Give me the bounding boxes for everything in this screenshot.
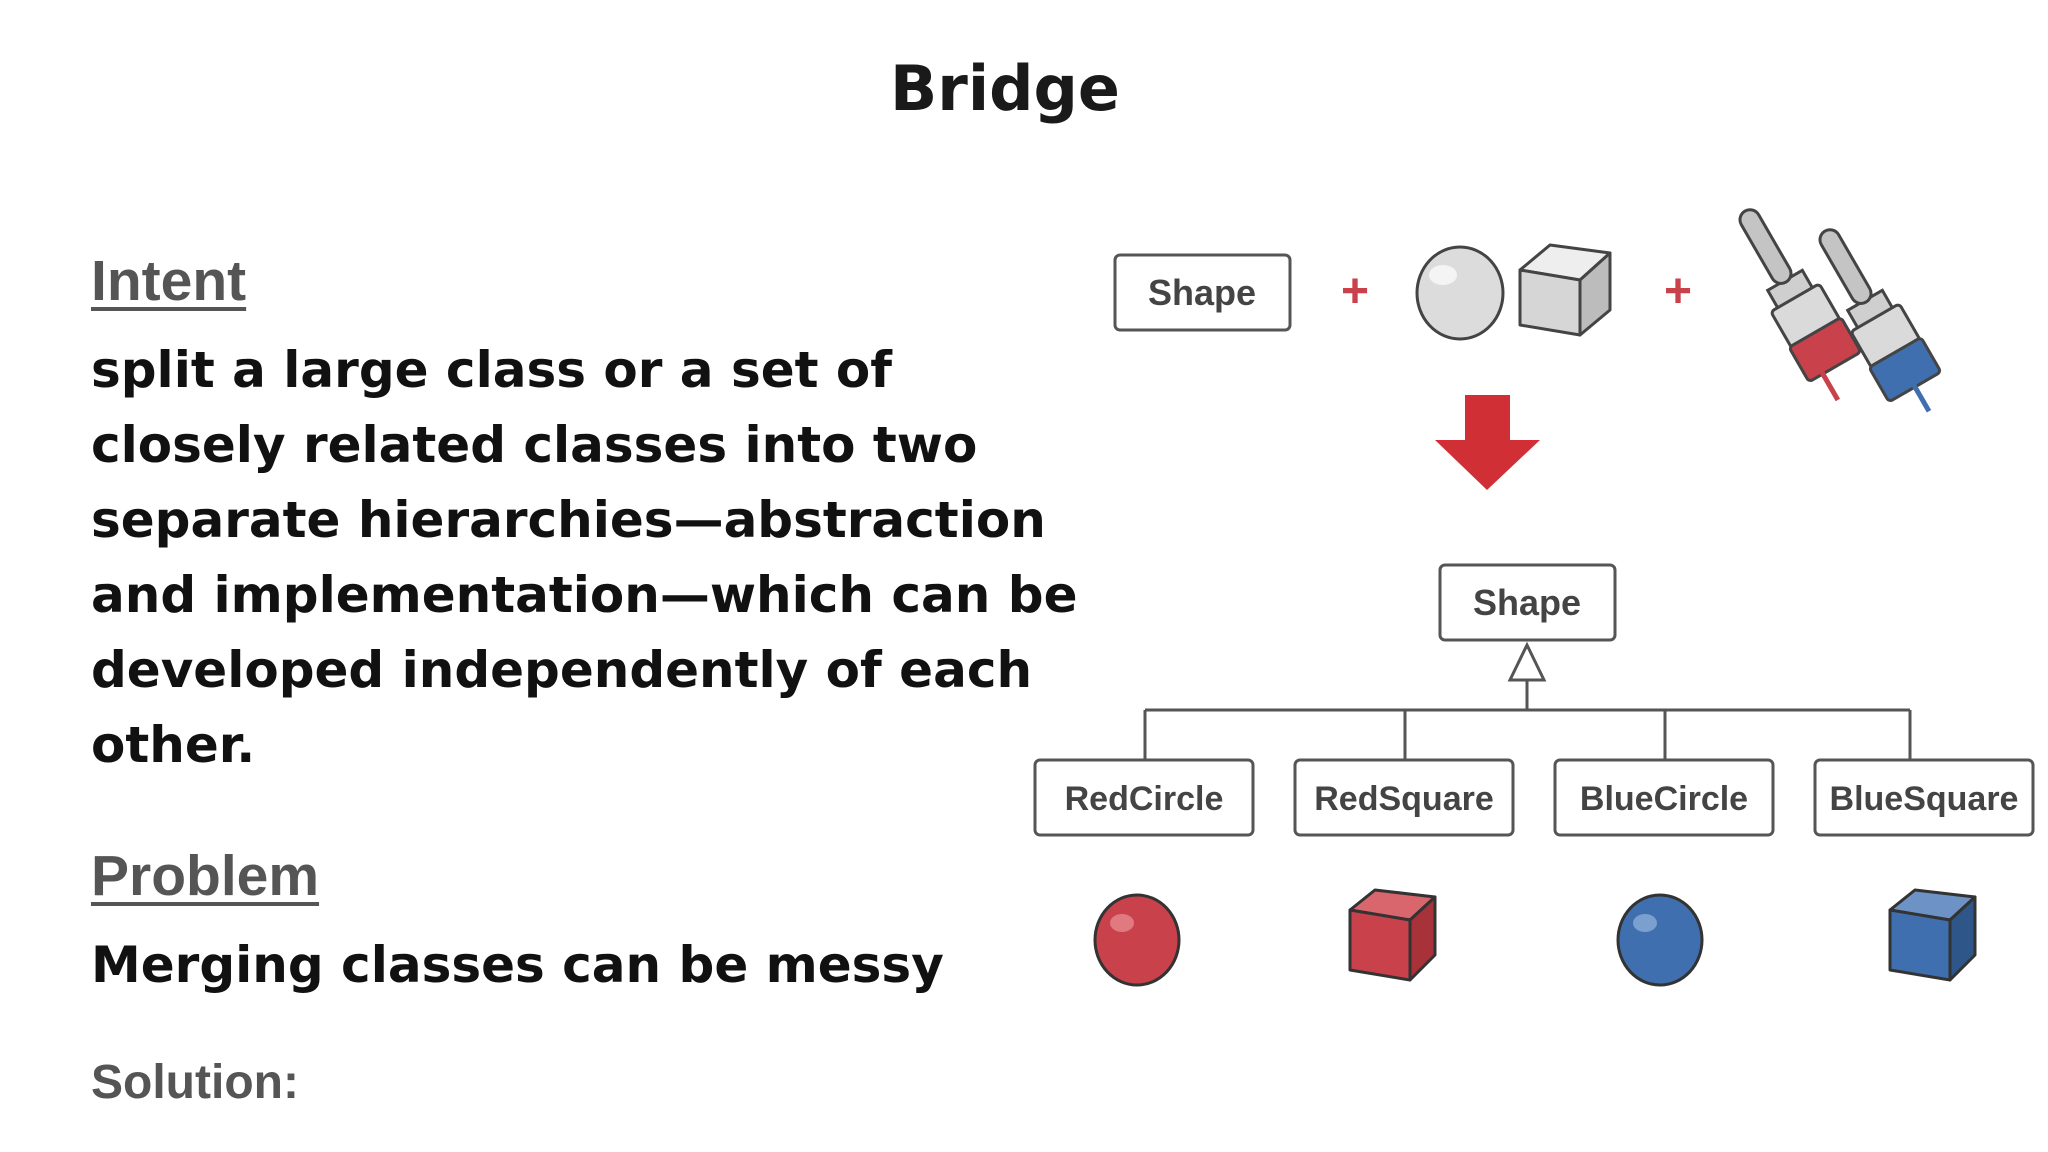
- plus-icon: +: [1341, 265, 1369, 318]
- subclass-box-red-circle: RedCircle: [1033, 758, 1255, 837]
- intent-line: and implementation—which can be: [91, 566, 1078, 624]
- subclass-box-blue-circle: BlueCircle: [1553, 758, 1775, 837]
- inheritance-connector: [1143, 641, 1912, 760]
- result-shape-box: Shape: [1438, 563, 1617, 642]
- result-shape-label: Shape: [1473, 582, 1581, 623]
- gray-cube-icon: [1518, 243, 1612, 337]
- red-cube-icon: [1348, 888, 1437, 982]
- intent-line: separate hierarchies—abstraction: [91, 491, 1046, 549]
- down-arrow-icon: [1435, 395, 1540, 490]
- intent-line: split a large class or a set of: [91, 341, 893, 399]
- red-paintbrush-icon: [1738, 208, 1862, 402]
- bridge-diagram: Shape + + Shape: [1033, 208, 2035, 987]
- gray-sphere-icon: [1415, 245, 1505, 341]
- subclass-label: BlueSquare: [1830, 780, 2019, 818]
- subclass-box-red-square: RedSquare: [1293, 758, 1515, 837]
- subclass-label: BlueCircle: [1580, 780, 1748, 818]
- top-shape-box: Shape: [1113, 253, 1292, 332]
- blue-cube-icon: [1888, 888, 1977, 982]
- top-shape-label: Shape: [1148, 272, 1256, 313]
- solution-label: Solution:: [91, 1056, 299, 1109]
- intent-heading: Intent: [91, 249, 247, 313]
- subclass-label: RedSquare: [1314, 780, 1494, 818]
- intent-line: developed independently of each: [91, 641, 1033, 699]
- intent-line: other.: [91, 716, 256, 774]
- blue-circle-icon: [1616, 893, 1704, 987]
- blue-paintbrush-icon: [1818, 228, 1942, 413]
- problem-heading: Problem: [91, 844, 320, 908]
- intent-text: split a large class or a set of closely …: [91, 333, 1078, 783]
- red-circle-icon: [1093, 893, 1181, 987]
- subclass-box-blue-square: BlueSquare: [1813, 758, 2035, 837]
- slide-title: Bridge: [890, 52, 1120, 125]
- subclass-label: RedCircle: [1065, 780, 1224, 818]
- intent-line: closely related classes into two: [91, 416, 978, 474]
- plus-icon: +: [1664, 265, 1692, 318]
- problem-text: Merging classes can be messy: [91, 936, 944, 994]
